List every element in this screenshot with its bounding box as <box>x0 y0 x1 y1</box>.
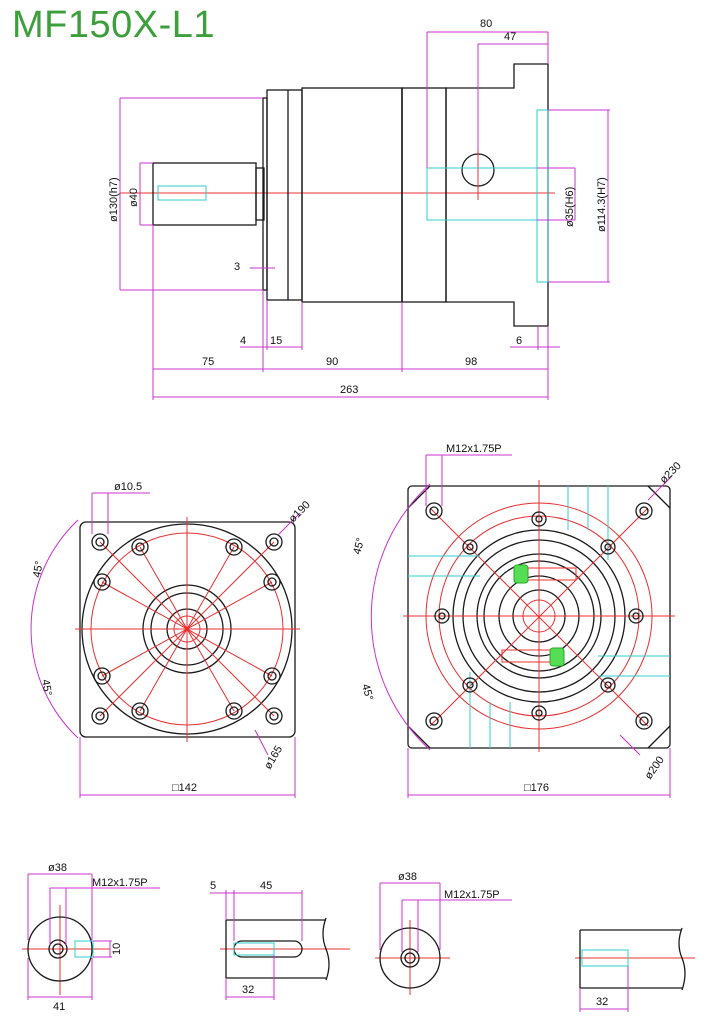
key-lower <box>549 647 565 667</box>
dim-dia-35: ø35(H6) <box>564 187 576 227</box>
shaft-detail-a: ø38 M12x1.75P 10 41 <box>22 862 160 1013</box>
thread-m12: M12x1.75P <box>446 443 502 455</box>
dim-75: 75 <box>202 356 214 368</box>
pcd-165: ø165 <box>262 744 285 772</box>
dim-dia-40: ø40 <box>128 188 140 207</box>
shaft-b-5: 5 <box>210 880 216 892</box>
shaft-c-thread: M12x1.75P <box>444 889 500 901</box>
shaft-d-32: 32 <box>596 996 608 1008</box>
key-upper <box>513 564 529 584</box>
shaft-b-32: 32 <box>242 984 254 996</box>
dim-dia-114: ø114.3(H7) <box>596 177 608 232</box>
input-bore-hidden <box>426 167 538 221</box>
dim-4: 4 <box>240 335 246 347</box>
drawing-title: MF150X-L1 <box>12 4 216 46</box>
front-view-input: 45° 45° M12x1.75P ø230 ø200 □176 <box>351 443 684 798</box>
shaft-detail-b: 5 45 32 <box>210 880 350 1000</box>
angle-45-top-left: 45° <box>31 560 46 578</box>
side-view: 80 47 ø130(h7) ø40 ø35(H6) ø114.3(H7) 3 <box>108 18 610 400</box>
shaft-detail-d: 32 <box>575 927 695 1012</box>
hole-dia-10-5: ø10.5 <box>114 481 142 493</box>
hidden-lines-input <box>408 486 670 748</box>
bolt-holes-input <box>425 502 653 730</box>
dim-15: 15 <box>270 335 282 347</box>
gear-housing <box>301 87 403 303</box>
shaft-collar <box>255 167 265 221</box>
shaft-b-45: 45 <box>260 880 272 892</box>
shaft-a-key: 10 <box>111 943 123 955</box>
pcd-190: ø190 <box>287 499 313 525</box>
bolt-holes-output <box>91 533 283 725</box>
shaft-a-width: 41 <box>53 1001 65 1013</box>
dim-263: 263 <box>340 384 358 396</box>
dim-80: 80 <box>480 18 492 30</box>
shaft-a-thread: M12x1.75P <box>92 877 148 889</box>
shaft-thread-hidden <box>157 185 207 201</box>
shaft-detail-c: ø38 M12x1.75P <box>375 871 512 995</box>
dim-90: 90 <box>326 356 338 368</box>
angle-45-bottom-left: 45° <box>39 678 54 696</box>
angle-45-bottom-right: 45° <box>359 683 375 702</box>
shaft-d-thread-hidden <box>581 949 629 967</box>
shaft-c-dia: ø38 <box>398 871 417 883</box>
pcd-200: ø200 <box>643 754 667 781</box>
square-176: □176 <box>524 782 549 794</box>
shaft-a-dia: ø38 <box>48 862 67 874</box>
motor-adapter <box>445 63 549 327</box>
angle-45-top-right: 45° <box>351 537 367 556</box>
output-shaft <box>152 162 257 226</box>
front-view-output: 45° 45° ø10.5 ø190 ø165 □142 <box>30 481 313 798</box>
pcd-230: ø230 <box>658 460 684 486</box>
dim-6: 6 <box>516 335 522 347</box>
square-142: □142 <box>172 782 197 794</box>
dim-dia-130: ø130(h7) <box>108 177 120 222</box>
dim-3: 3 <box>234 261 240 273</box>
dim-47: 47 <box>504 31 516 43</box>
dim-98: 98 <box>465 356 477 368</box>
